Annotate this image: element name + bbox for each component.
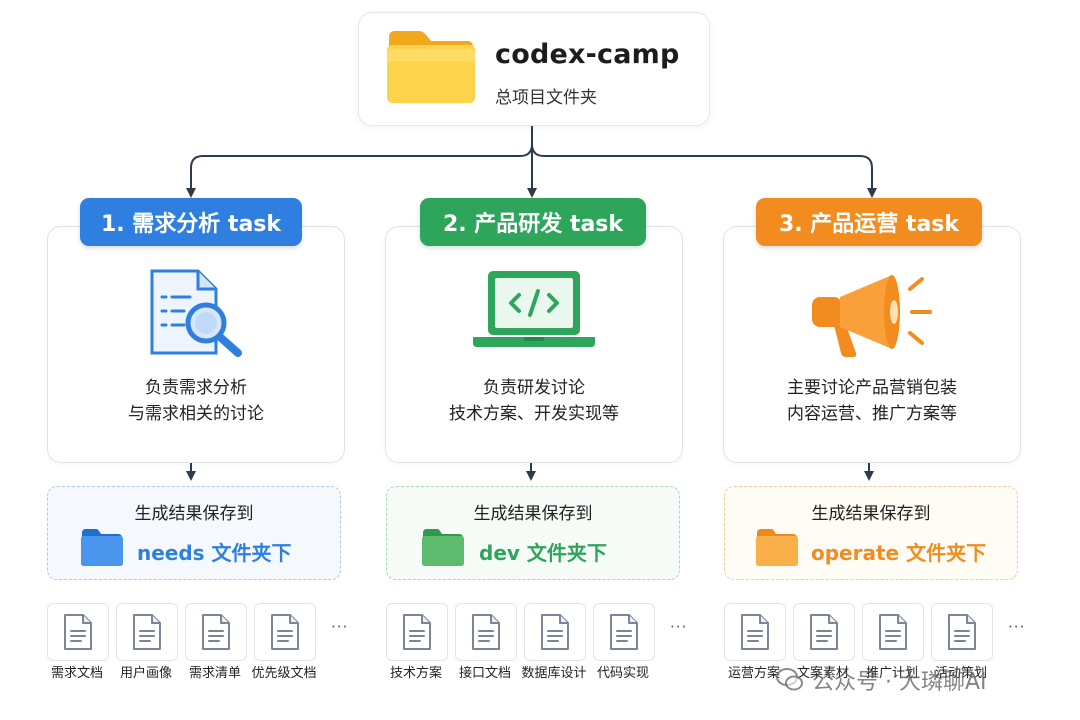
result-folder-name: dev 文件夹下 — [479, 541, 607, 565]
result-label: 生成结果保存到 — [134, 504, 254, 524]
document-tile[interactable] — [386, 603, 448, 661]
document-tile[interactable] — [116, 603, 178, 661]
folder-icon — [81, 529, 123, 566]
document-search-icon — [150, 269, 242, 357]
document-label: 文案素材 — [796, 666, 849, 681]
root-subtitle: 总项目文件夹 — [495, 88, 597, 108]
task-desc-line2: 与需求相关的讨论 — [128, 404, 264, 424]
document-icon — [271, 614, 299, 650]
more-documents-ellipsis: ··· — [670, 618, 688, 636]
document-icon — [541, 614, 569, 650]
document-label: 活动策划 — [934, 666, 987, 681]
task-card-operate: 主要讨论产品营销包装 内容运营、推广方案等 — [723, 226, 1021, 463]
result-folder-name: needs 文件夹下 — [137, 541, 292, 565]
task-pill-operate[interactable]: 3. 产品运营 task — [756, 198, 982, 246]
document-tile[interactable] — [931, 603, 993, 661]
document-icon — [810, 614, 838, 650]
document-tile[interactable] — [862, 603, 924, 661]
task-desc-line2: 内容运营、推广方案等 — [787, 404, 957, 424]
document-tile[interactable] — [185, 603, 247, 661]
document-tile[interactable] — [455, 603, 517, 661]
result-box-needs[interactable]: 生成结果保存到 needs 文件夹下 — [47, 486, 341, 580]
document-label: 用户画像 — [119, 666, 172, 681]
document-icon — [133, 614, 161, 650]
result-label: 生成结果保存到 — [473, 504, 593, 524]
wechat-logo-icon — [776, 668, 803, 691]
document-icon — [948, 614, 976, 650]
root-title: codex-camp — [495, 39, 680, 70]
document-icon — [472, 614, 500, 650]
watermark-text: 公众号 · 大璘聊AI — [812, 670, 987, 695]
task-desc-line2: 技术方案、开发实现等 — [449, 404, 619, 424]
result-box-operate[interactable]: 生成结果保存到 operate 文件夹下 — [724, 486, 1018, 580]
document-icon — [879, 614, 907, 650]
folder-icon — [387, 31, 475, 103]
document-label: 需求清单 — [188, 666, 241, 681]
document-tile[interactable] — [524, 603, 586, 661]
document-icon — [741, 614, 769, 650]
document-icon — [202, 614, 230, 650]
laptop-code-icon — [473, 271, 595, 347]
document-icon — [610, 614, 638, 650]
document-tile[interactable] — [593, 603, 655, 661]
document-label: 需求文档 — [50, 666, 103, 681]
task-desc-line1: 主要讨论产品营销包装 — [787, 378, 957, 398]
folder-icon — [756, 529, 798, 566]
document-label: 接口文档 — [458, 666, 511, 681]
result-label: 生成结果保存到 — [811, 504, 931, 524]
result-box-dev[interactable]: 生成结果保存到 dev 文件夹下 — [386, 486, 680, 580]
document-label: 数据库设计 — [521, 666, 587, 681]
document-label: 代码实现 — [596, 666, 649, 681]
document-icon — [403, 614, 431, 650]
result-folder-name: operate 文件夹下 — [811, 541, 987, 565]
document-tile[interactable] — [793, 603, 855, 661]
document-icon — [64, 614, 92, 650]
task-pill-needs[interactable]: 1. 需求分析 task — [80, 198, 302, 246]
document-tile[interactable] — [47, 603, 109, 661]
folder-icon — [422, 529, 464, 566]
document-tile[interactable] — [724, 603, 786, 661]
document-label: 技术方案 — [389, 666, 442, 681]
document-label: 运营方案 — [727, 666, 780, 681]
document-label: 优先级文档 — [251, 666, 317, 681]
megaphone-icon — [812, 275, 932, 357]
more-documents-ellipsis: ··· — [1008, 618, 1026, 636]
task-card-needs: 负责需求分析 与需求相关的讨论 — [47, 226, 345, 463]
document-tile[interactable] — [254, 603, 316, 661]
task-pill-dev[interactable]: 2. 产品研发 task — [420, 198, 646, 246]
root-folder-card[interactable]: codex-camp 总项目文件夹 — [358, 12, 710, 126]
document-label: 推广计划 — [865, 666, 918, 681]
more-documents-ellipsis: ··· — [331, 618, 349, 636]
task-desc-line1: 负责需求分析 — [145, 378, 247, 398]
task-desc-line1: 负责研发讨论 — [483, 378, 585, 398]
watermark: 公众号 · 大璘聊AI — [776, 664, 987, 696]
task-card-dev: 负责研发讨论 技术方案、开发实现等 — [385, 226, 683, 463]
